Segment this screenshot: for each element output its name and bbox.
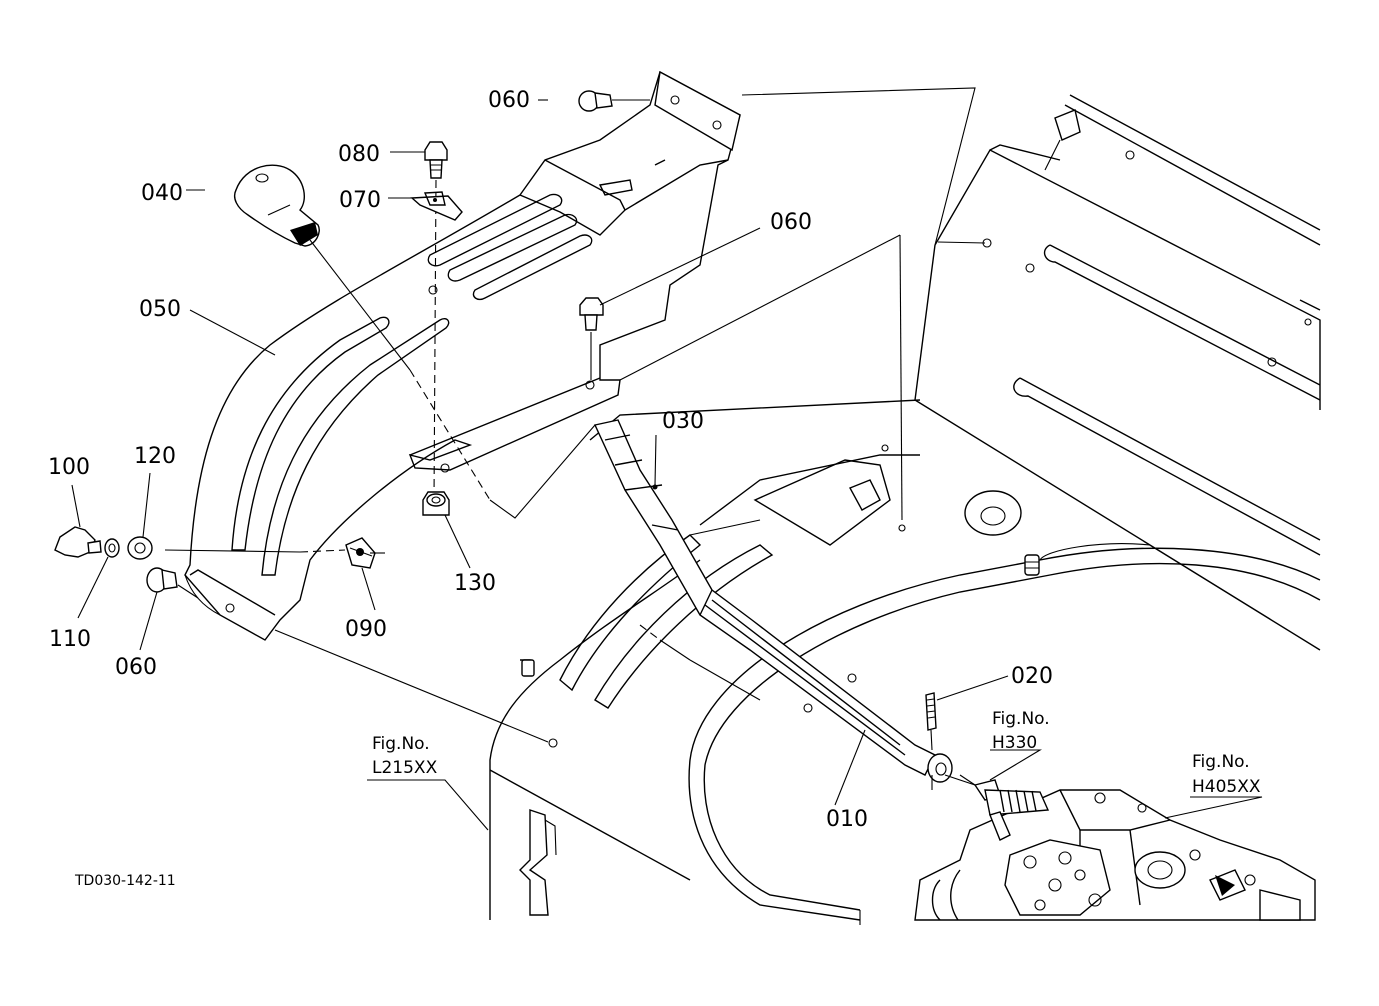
- clip-nut-070: [410, 191, 463, 221]
- drawing-code: TD030-142-11: [74, 873, 176, 889]
- fig-ref-h405xx-title: Fig.No.: [1192, 752, 1250, 772]
- washer-110: [104, 538, 120, 558]
- assembly-lines: [164, 87, 986, 786]
- spacer-120: [127, 536, 153, 560]
- label-060-mid: 060: [770, 210, 812, 235]
- label-020: 020: [1011, 664, 1053, 689]
- knob-bolt-100: [54, 526, 102, 558]
- fig-ref-l215xx-number: L215XX: [372, 758, 438, 778]
- label-030: 030: [662, 409, 704, 434]
- nut-130: [422, 491, 450, 516]
- label-120: 120: [134, 444, 176, 469]
- lever-knob-040: [233, 164, 320, 247]
- label-010: 010: [826, 807, 868, 832]
- label-050: 050: [139, 297, 181, 322]
- fig-ref-h405xx[interactable]: Fig.No. H405XX: [1192, 752, 1261, 797]
- fig-ref-l215xx-title: Fig.No.: [372, 734, 430, 754]
- label-130: 130: [454, 571, 496, 596]
- bolt-060-low: [146, 567, 178, 593]
- fig-ref-h330-title: Fig.No.: [992, 709, 1050, 729]
- label-090: 090: [345, 617, 387, 642]
- nut-clip-090: [345, 537, 376, 569]
- label-060-top: 060: [488, 88, 530, 113]
- bolt-080: [424, 141, 448, 501]
- label-100: 100: [48, 455, 90, 480]
- label-040: 040: [141, 181, 183, 206]
- bolt-060-top: [578, 90, 650, 112]
- lever-assembly: [593, 419, 953, 790]
- bolt-060-mid: [579, 297, 604, 380]
- fig-ref-h405xx-number: H405XX: [1192, 777, 1261, 797]
- label-110: 110: [49, 627, 91, 652]
- machine-body: [489, 94, 1321, 925]
- fig-ref-l215xx[interactable]: Fig.No. L215XX: [372, 734, 438, 778]
- leader-lines: [71, 99, 1263, 831]
- label-070: 070: [339, 188, 381, 213]
- label-080: 080: [338, 142, 380, 167]
- fig-ref-h330[interactable]: Fig.No. H330: [992, 709, 1050, 753]
- label-060-low: 060: [115, 655, 157, 680]
- control-valve: [914, 774, 1316, 921]
- figure-references: Fig.No. L215XX Fig.No. H330 Fig.No. H405…: [372, 709, 1261, 797]
- fig-ref-h330-number: H330: [992, 733, 1037, 753]
- part-labels: 010 020 030 040 050 060 060 060 070 080 …: [48, 88, 1053, 832]
- guide-plate-050: [184, 70, 741, 641]
